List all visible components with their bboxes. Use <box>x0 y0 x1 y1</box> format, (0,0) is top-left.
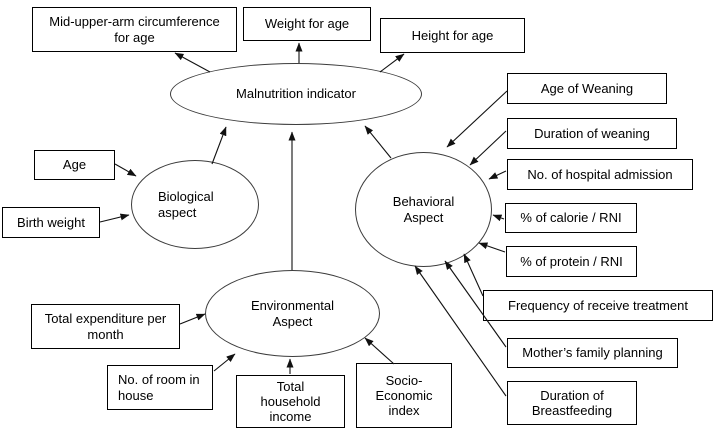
node-calorie-rni-box: % of calorie / RNI <box>505 203 637 233</box>
edge-behavioral-to-malnutrition <box>364 125 392 159</box>
node-environmental-aspect: Environmental Aspect <box>205 270 380 357</box>
node-rooms-in-house-box: No. of room in house <box>107 365 213 410</box>
edge-rooms-in-house-to-environmental <box>213 353 236 372</box>
edge-hospital-admission-to-behavioral <box>488 170 507 180</box>
node-age-of-weaning-box: Age of Weaning <box>507 73 667 104</box>
edge-duration-of-weaning-to-behavioral <box>469 130 507 166</box>
node-age-box: Age <box>34 150 115 180</box>
node-hospital-admission-box: No. of hospital admission <box>507 159 693 190</box>
edge-biological-to-malnutrition <box>211 126 227 165</box>
edge-malnutrition-to-height-for-age <box>379 53 405 73</box>
edge-frequency-treatment-to-behavioral <box>463 253 484 297</box>
node-duration-breastfeeding-box: Duration of Breastfeeding <box>507 381 637 425</box>
edge-protein-rni-to-behavioral <box>478 242 506 253</box>
edge-calorie-rni-to-behavioral <box>492 214 505 222</box>
edge-socio-economic-to-environmental <box>364 337 395 365</box>
node-socio-economic-box: Socio- Economic index <box>356 363 452 428</box>
edge-age-of-weaning-to-behavioral <box>446 90 508 148</box>
node-weight-for-age-box: Weight for age <box>243 7 371 41</box>
node-frequency-treatment-box: Frequency of receive treatment <box>483 290 713 321</box>
node-total-expenditure-box: Total expenditure per month <box>31 304 180 349</box>
node-mid-upper-arm-circumference-box: Mid-upper-arm circumference for age <box>32 7 237 52</box>
node-protein-rni-box: % of protein / RNI <box>506 246 637 277</box>
edge-birth-weight-to-biological <box>99 213 130 223</box>
node-birth-weight-box: Birth weight <box>2 207 100 238</box>
edge-age-to-biological <box>114 163 137 177</box>
node-behavioral-aspect: Behavioral Aspect <box>355 152 492 267</box>
node-biological-aspect: Biological aspect <box>131 160 259 249</box>
node-height-for-age-box: Height for age <box>380 18 525 53</box>
node-household-income-box: Total household income <box>236 375 345 428</box>
node-malnutrition-indicator: Malnutrition indicator <box>170 63 422 125</box>
edge-total-expenditure-to-environmental <box>179 313 206 325</box>
edge-malnutrition-to-mid-upper-arm <box>174 52 211 73</box>
node-mothers-family-planning-box: Mother’s family planning <box>507 338 678 368</box>
node-duration-of-weaning-box: Duration of weaning <box>507 118 677 149</box>
